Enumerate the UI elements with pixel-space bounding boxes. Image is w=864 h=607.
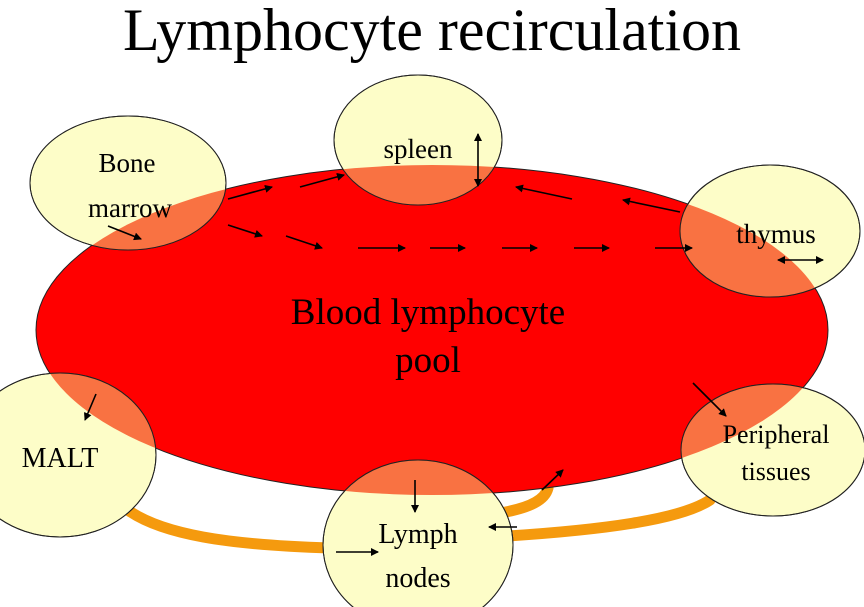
organ-lymph-nodes	[322, 459, 514, 607]
pool-label-line1: Blood lymphocyte	[291, 292, 565, 333]
lymph-duct-malt-to-nodes	[119, 502, 336, 554]
flow-arrows	[84, 133, 824, 556]
arrow-pool-flow-2	[285, 235, 323, 250]
bone-marrow-label-line2: marrow	[88, 193, 172, 223]
lymph-duct-peripheral-to-nodes	[502, 494, 716, 542]
organ-malt	[0, 372, 157, 538]
arrow-nodes-to-pool	[541, 469, 564, 491]
lymph-nodes-label-line1: Lymph	[378, 519, 457, 550]
peripheral-tissues-label-line2: tissues	[741, 457, 810, 486]
arrow-pool-flow-1	[227, 224, 263, 238]
arrow-thymus-to-spleen-1	[515, 184, 573, 200]
spleen-label: spleen	[384, 134, 453, 164]
arrow-marrow-to-spleen-1	[227, 184, 273, 200]
peripheral-tissues-label-line1: Peripheral	[723, 420, 830, 449]
pool-label-line2: pool	[395, 340, 461, 381]
organ-spleen	[333, 74, 503, 206]
bone-marrow-label-line1: Bone	[99, 148, 156, 178]
arrow-marrow-inward	[107, 225, 142, 241]
organ-thymus	[679, 164, 861, 298]
arrow-marrow-to-spleen-2	[299, 172, 345, 188]
arrow-pool-to-peripheral	[692, 382, 727, 417]
arrow-pool-to-malt	[84, 393, 97, 421]
arrow-thymus-to-spleen-2	[622, 197, 681, 213]
organ-bone-marrow	[29, 115, 227, 251]
thymus-label: thymus	[736, 219, 816, 249]
diagram-title: Lymphocyte recirculation	[122, 0, 742, 63]
organ-peripheral-tissues	[680, 383, 864, 517]
lymph-duct-nodes-to-pool	[494, 482, 554, 519]
malt-label: MALT	[22, 443, 99, 474]
lymph-nodes-label-line2: nodes	[385, 563, 450, 594]
